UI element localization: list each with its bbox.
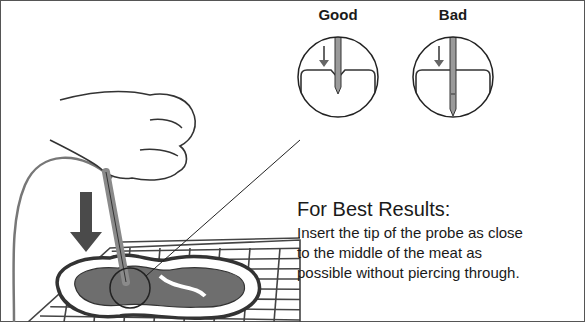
hand-fingers [140,119,182,156]
detail-view: Bad [408,6,498,122]
highlight-circle [110,268,150,308]
center-mark [451,94,455,95]
rack-bar [122,238,300,242]
probe-tip [335,32,341,94]
grill-rack [28,238,300,322]
note-heading: For Best Results: [297,197,567,221]
detail-circle-art [408,32,498,122]
rack-frame [28,240,300,322]
steak-meat [75,266,245,307]
down-arrow [70,192,102,252]
view-heading: Good [293,6,383,24]
view-heading: Bad [408,6,498,24]
fat-seam [160,276,205,296]
hand [50,91,195,180]
insert-arrow [319,46,329,67]
leader-line [146,140,300,276]
rack-bar [112,248,300,251]
detail-circle-art [293,32,383,122]
rack-wire [274,248,280,322]
probe [106,172,126,282]
insert-arrow [434,46,444,67]
note-body: Insert the tip of the probe as close to … [297,223,533,283]
probe-edge [106,172,126,282]
probe-tip [450,32,456,116]
detail-circle [413,37,493,117]
detail-circle [298,37,378,117]
detail-view: Good [293,6,383,122]
